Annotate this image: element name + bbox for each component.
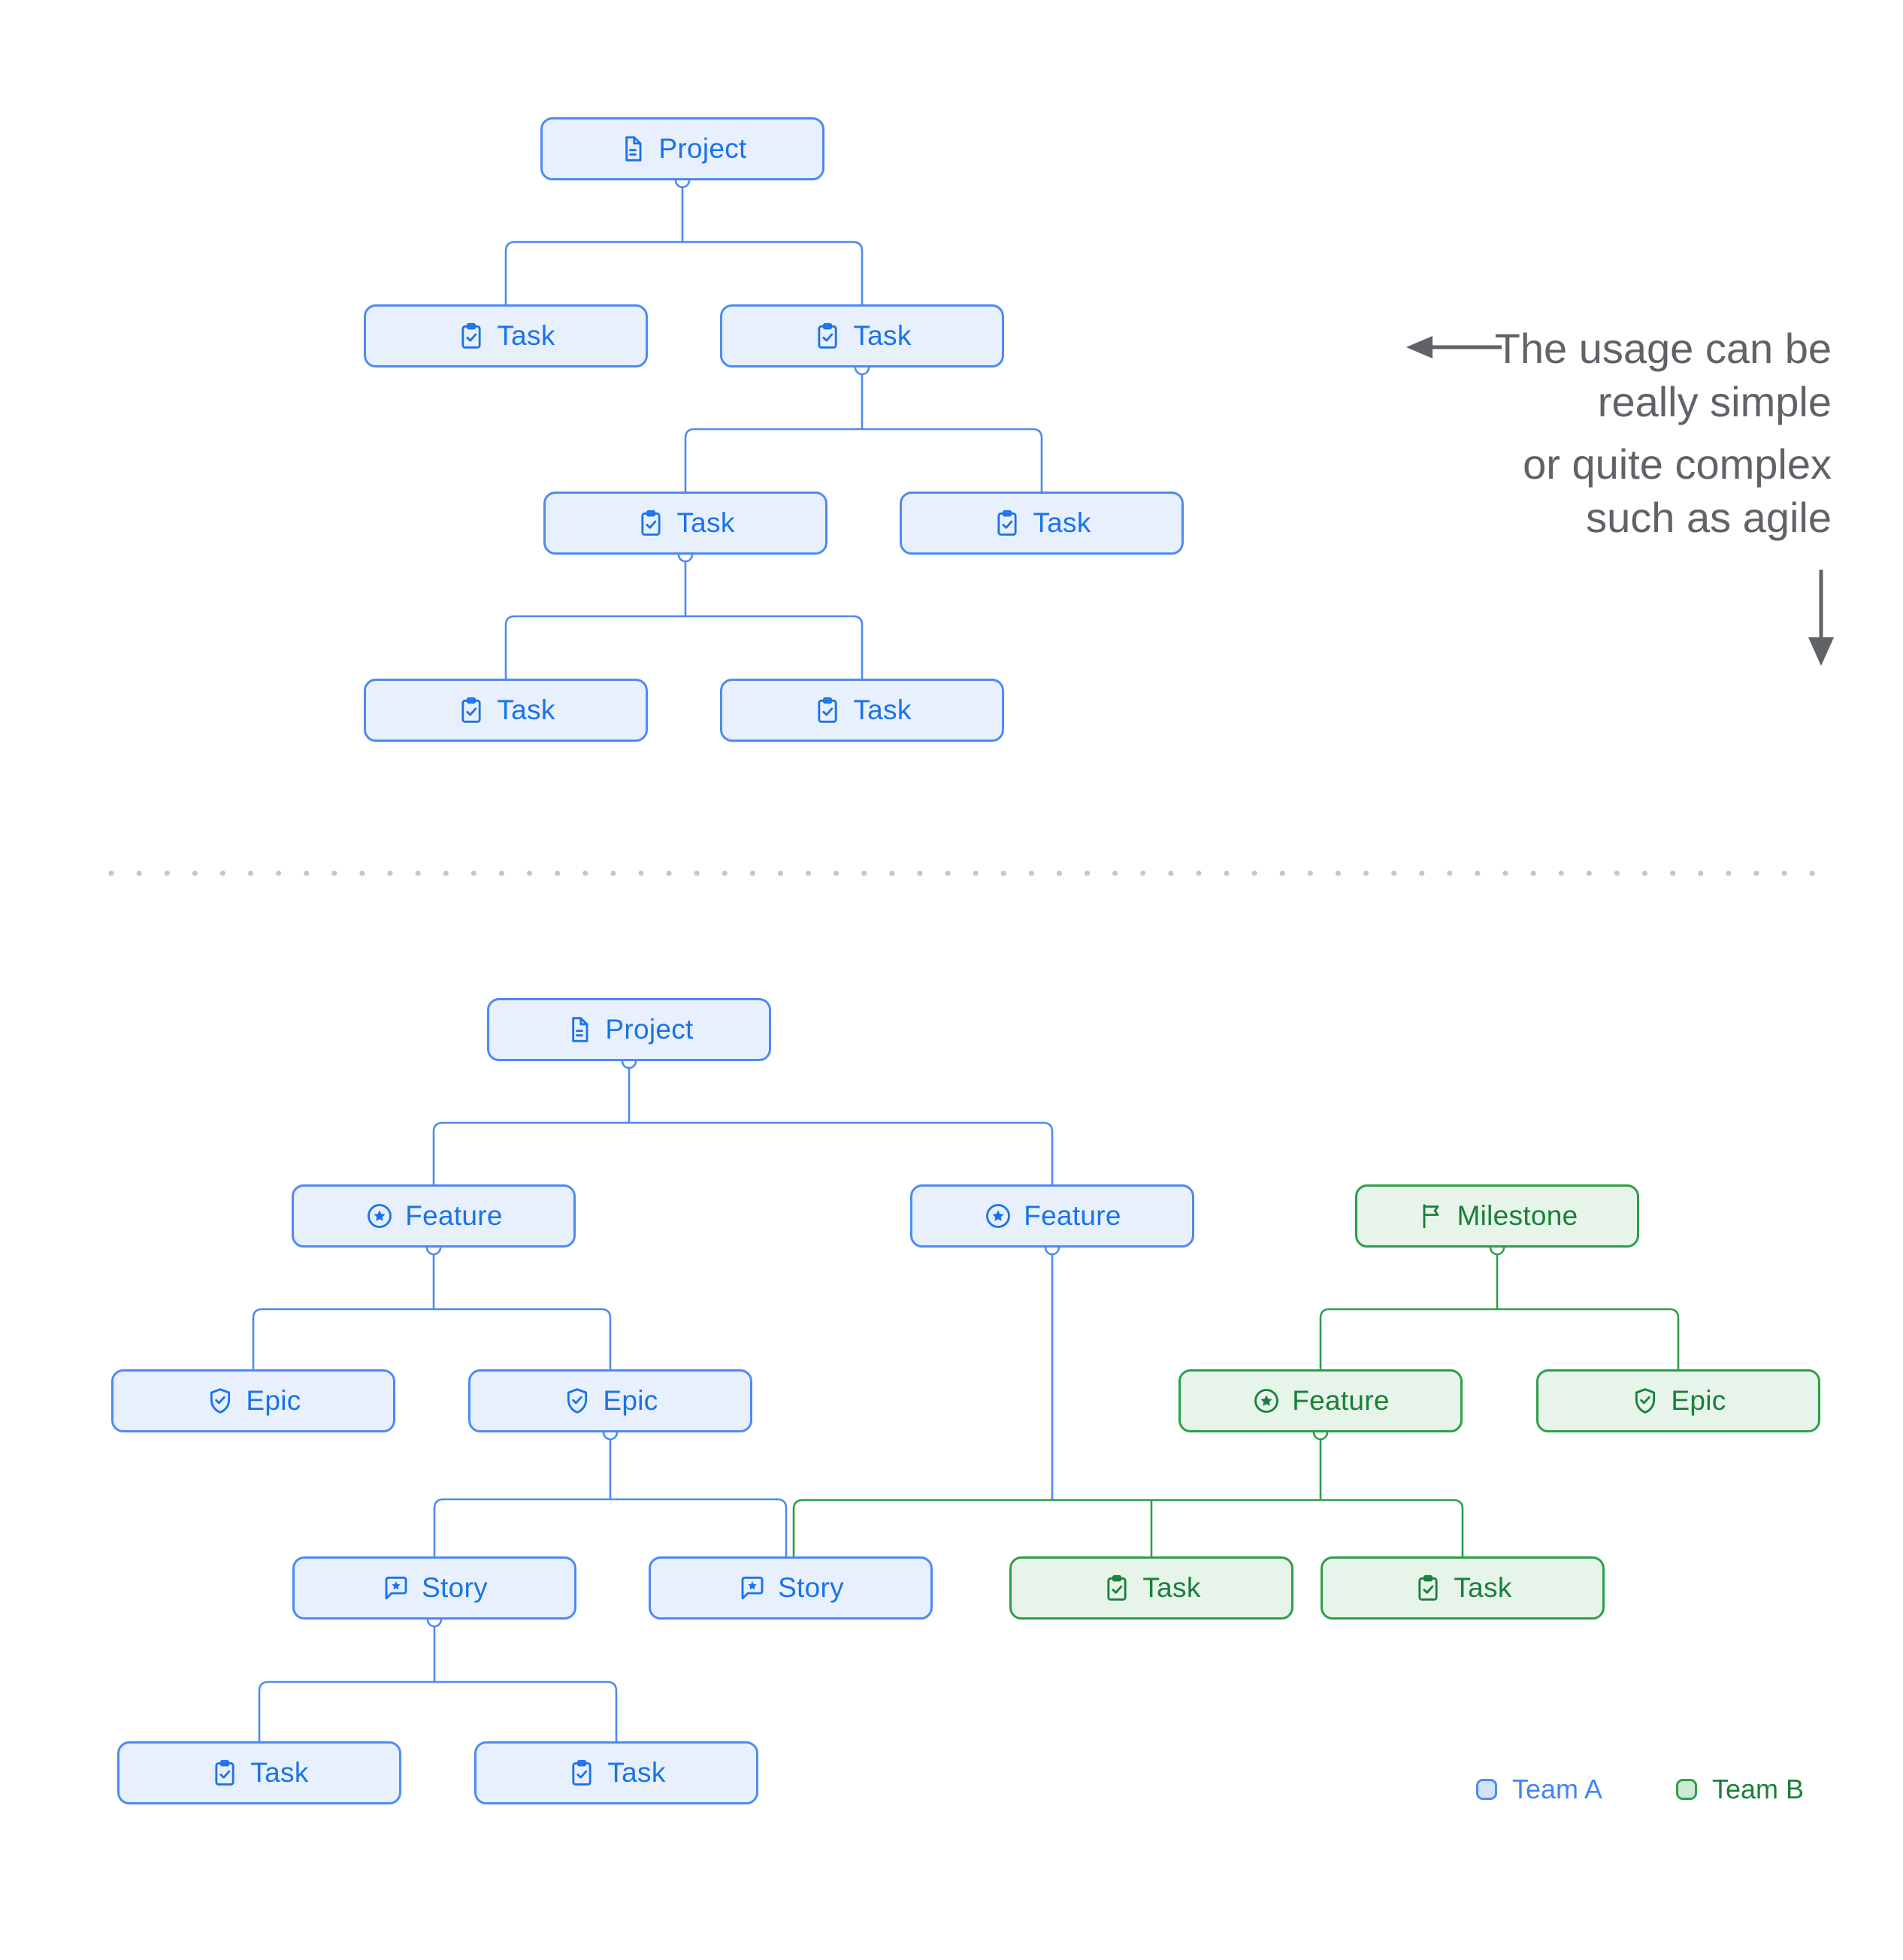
feature-icon [983, 1201, 1013, 1231]
node-label: Task [1033, 507, 1091, 538]
down-arrow-icon [1808, 637, 1834, 666]
task-icon [812, 321, 843, 351]
story-icon [381, 1573, 411, 1603]
task-icon [812, 695, 843, 725]
node-feature: Feature [292, 1184, 576, 1248]
task-icon [456, 695, 486, 725]
feature-icon [1251, 1386, 1281, 1416]
node-label: Task [853, 320, 912, 351]
node-task: Task [117, 1741, 401, 1804]
node-story: Story [649, 1556, 933, 1620]
legend-team-b: Team B [1676, 1774, 1804, 1805]
simple-tree-connectors [504, 187, 1043, 679]
story-icon [737, 1573, 767, 1603]
annotation-line: really simple [1597, 378, 1832, 425]
node-milestone: Milestone [1355, 1184, 1639, 1248]
node-project: Project [540, 117, 824, 180]
node-label: Task [1142, 1572, 1201, 1603]
node-task: Task [720, 304, 1004, 368]
task-icon [456, 321, 486, 351]
node-label: Story [422, 1572, 488, 1603]
annotation-line: The usage can be [1494, 325, 1832, 372]
epic-icon [1630, 1386, 1660, 1416]
task-icon [992, 508, 1022, 538]
task-icon [1102, 1573, 1132, 1603]
node-epic: Epic [468, 1369, 752, 1432]
node-label: Feature [1024, 1200, 1121, 1231]
node-epic: Epic [111, 1369, 395, 1432]
annotation-line: such as agile [1586, 494, 1832, 541]
node-task: Task [720, 679, 1004, 742]
epic-icon [562, 1386, 592, 1416]
node-label: Task [250, 1757, 309, 1788]
team-a-label: Team A [1512, 1774, 1603, 1804]
node-label: Task [853, 694, 912, 725]
document-icon [564, 1015, 594, 1045]
annotation-complex: or quite complex such as agile [1345, 437, 1832, 544]
node-label: Task [497, 694, 555, 725]
annotation-simple: The usage can be really simple [1345, 322, 1832, 428]
complex-tree-connectors [252, 1068, 1680, 1741]
node-task: Task [364, 679, 648, 742]
node-task: Task [364, 304, 648, 368]
node-label: Story [778, 1572, 844, 1603]
node-label: Epic [246, 1385, 301, 1416]
node-task: Task [543, 492, 827, 555]
flag-icon [1416, 1201, 1446, 1231]
node-label: Project [658, 133, 747, 164]
task-icon [1413, 1573, 1443, 1603]
epic-icon [205, 1386, 235, 1416]
document-icon [618, 134, 648, 164]
node-label: Milestone [1457, 1200, 1578, 1231]
node-epic: Epic [1536, 1369, 1820, 1432]
node-label: Task [497, 320, 555, 351]
node-task: Task [1321, 1556, 1605, 1620]
task-icon [567, 1758, 597, 1788]
node-label: Project [605, 1014, 694, 1045]
node-label: Epic [603, 1385, 658, 1416]
node-label: Task [676, 507, 735, 538]
node-task: Task [474, 1741, 758, 1804]
node-project: Project [487, 998, 771, 1061]
team-b-label: Team B [1712, 1774, 1805, 1804]
task-icon [210, 1758, 240, 1788]
node-feature: Feature [1178, 1369, 1463, 1432]
node-label: Task [1454, 1572, 1512, 1603]
node-task: Task [900, 492, 1184, 555]
node-label: Feature [1292, 1385, 1390, 1416]
node-story: Story [292, 1556, 576, 1620]
task-icon [636, 508, 666, 538]
team-a-swatch [1476, 1779, 1497, 1800]
node-label: Epic [1671, 1385, 1726, 1416]
node-label: Feature [405, 1200, 503, 1231]
feature-icon [365, 1201, 395, 1231]
node-feature: Feature [910, 1184, 1194, 1248]
legend-team-a: Team A [1476, 1774, 1602, 1805]
node-task: Task [1009, 1556, 1293, 1620]
annotation-line: or quite complex [1523, 440, 1832, 488]
node-label: Task [607, 1757, 666, 1788]
team-b-swatch [1676, 1779, 1697, 1800]
